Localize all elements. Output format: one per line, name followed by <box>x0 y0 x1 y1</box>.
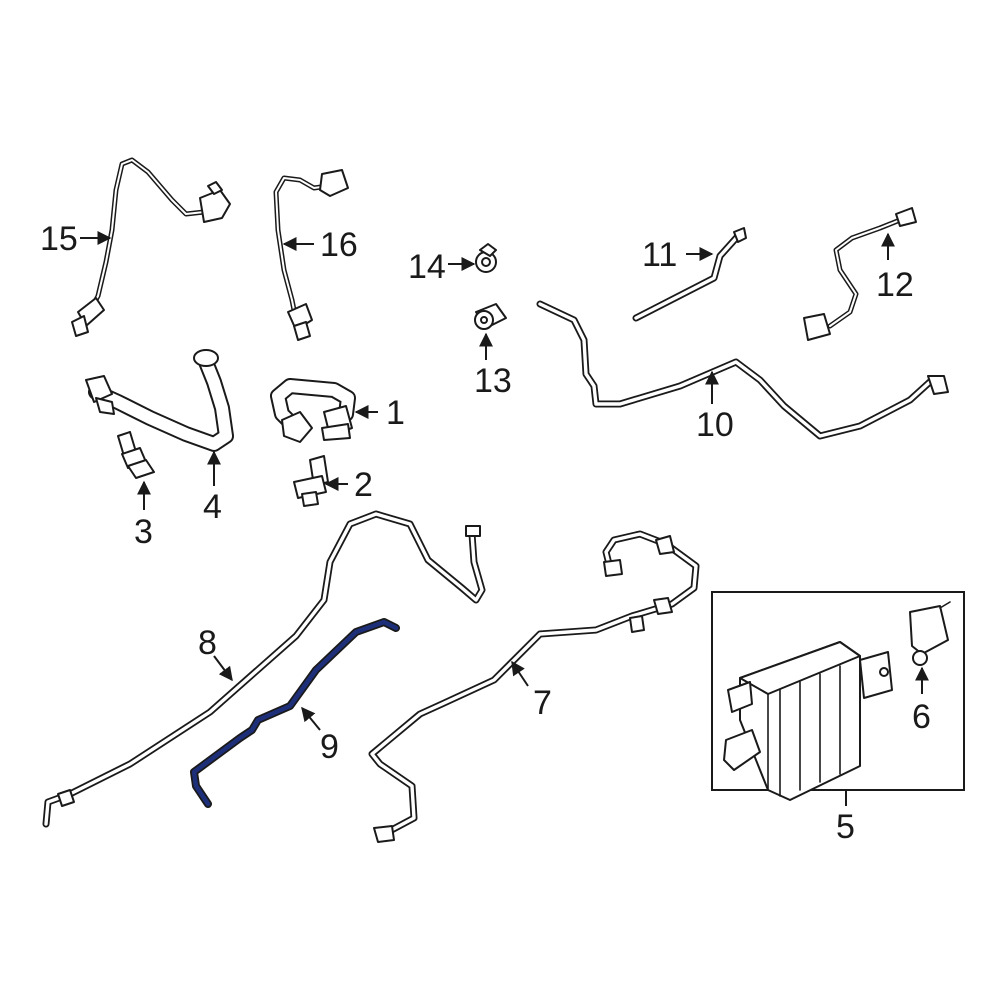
callout-8: 8 <box>198 624 217 662</box>
part-9-tube-highlighted[interactable] <box>190 618 400 808</box>
callout-12: 12 <box>876 266 914 304</box>
callout-1: 1 <box>386 394 405 432</box>
part-7-tube[interactable] <box>368 530 700 843</box>
callout-9: 9 <box>320 728 339 766</box>
callout-labels: 1 2 3 4 5 6 7 8 9 10 11 12 13 14 15 16 <box>40 220 931 846</box>
part-12-sensor[interactable] <box>803 207 917 341</box>
callout-5: 5 <box>836 808 855 846</box>
part-2-sensor[interactable] <box>293 455 329 507</box>
callout-7: 7 <box>533 684 552 722</box>
part-15-oxygen-sensor[interactable] <box>71 157 231 337</box>
callout-3: 3 <box>134 513 153 551</box>
callout-10: 10 <box>696 406 734 444</box>
callout-11: 11 <box>642 236 677 274</box>
part-10-vapor-tube[interactable] <box>536 300 949 440</box>
part-3-sensor[interactable] <box>117 431 155 479</box>
part-1-hose-assembly[interactable] <box>270 378 356 443</box>
part-11-tube[interactable] <box>632 227 747 322</box>
callout-15: 15 <box>40 220 78 258</box>
leader-lines <box>80 231 929 806</box>
callout-2: 2 <box>354 466 373 504</box>
callout-14: 14 <box>408 248 446 286</box>
part-13-bushing[interactable] <box>474 303 507 330</box>
part-8-tube[interactable] <box>42 510 486 828</box>
part-16-oxygen-sensor[interactable] <box>273 169 349 341</box>
part-4-hose[interactable] <box>85 349 234 452</box>
part-5-vapor-canister[interactable] <box>723 641 893 801</box>
part-14-clip[interactable] <box>475 243 497 273</box>
part-6-sensor[interactable] <box>909 601 951 666</box>
callout-13: 13 <box>474 362 512 400</box>
callout-16: 16 <box>320 226 358 264</box>
callout-6: 6 <box>912 698 931 736</box>
part-5-group-box <box>711 591 965 791</box>
callout-4: 4 <box>203 488 222 526</box>
